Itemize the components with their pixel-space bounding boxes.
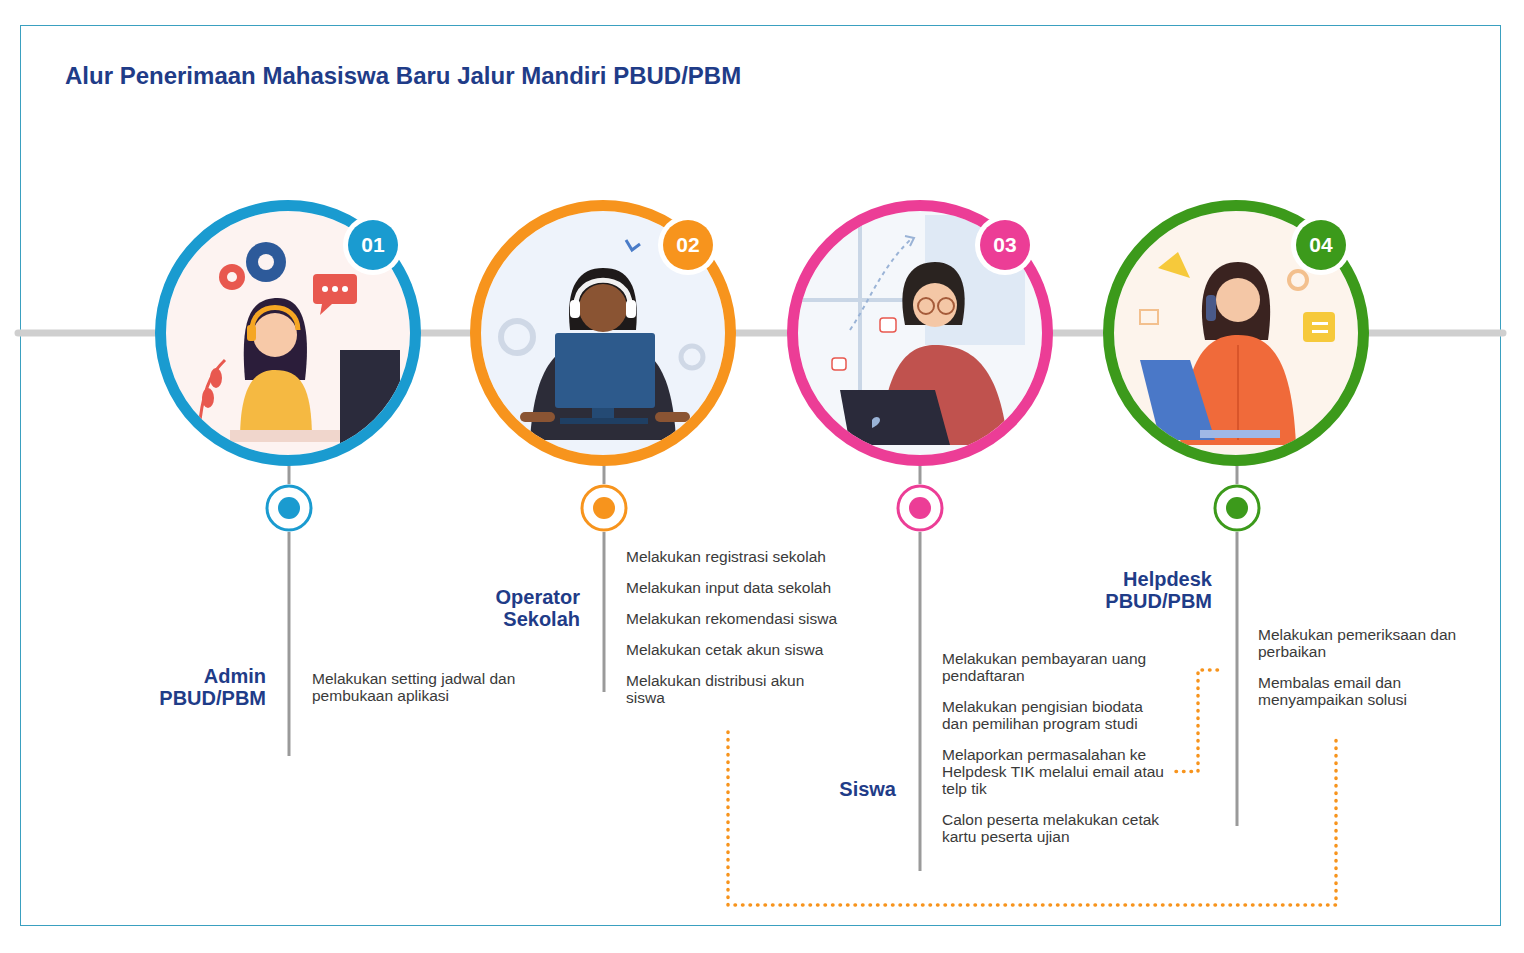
dotted-connector [1176,670,1222,772]
step-circle: 03 [787,200,1053,466]
role-heading: Admin PBUD/PBM [126,665,290,709]
task-item: Melakukan pembayaran uang pendaftaran [942,650,1168,684]
role-heading: Operator Sekolah [440,586,604,630]
task-item: Calon peserta melakukan cetak kartu pese… [942,811,1168,845]
step-badge: 01 [348,220,398,270]
task-item: Melakukan cetak akun siswa [626,641,844,658]
task-item: Melakukan pemeriksaan dan perbaikan [1258,626,1468,660]
timeline-line [421,330,470,337]
role-panel: Helpdesk PBUD/PBMMelakukan pemeriksaan d… [1236,626,1468,722]
task-item: Melakukan pengisian biodata dan pemiliha… [942,698,1168,732]
timeline-dot [267,486,1259,530]
admin-illustration [166,211,410,455]
task-item: Melakukan registrasi sekolah [626,548,844,565]
role-panel: SiswaMelakukan pembayaran uang pendaftar… [920,650,1168,859]
role-heading: Helpdesk PBUD/PBM [1072,568,1236,612]
student-illustration [798,211,1042,455]
frame [21,26,1501,926]
step-number: 02 [676,233,699,257]
step-badge: 02 [663,220,713,270]
circle-ground [160,205,1364,461]
step-circle: 02 [470,200,736,466]
diagram-title: Alur Penerimaan Mahasiswa Baru Jalur Man… [65,62,741,90]
task-item: Membalas email dan menyampaikan solusi [1258,674,1468,708]
role-panel: Admin PBUD/PBMMelakukan setting jadwal d… [290,670,525,718]
task-item: Melaporkan permasalahan ke Helpdesk TIK … [942,746,1168,797]
role-heading: Siswa [756,778,920,800]
helpdesk-illustration [1114,211,1358,455]
timeline-line [1053,330,1103,337]
step-circle: 01 [155,200,421,466]
step-number: 03 [993,233,1016,257]
step-number: 01 [361,233,384,257]
dotted-connector [728,732,1336,905]
step-badge: 03 [980,220,1030,270]
task-item: Melakukan setting jadwal dan pembukaan a… [312,670,525,704]
step-badge: 04 [1296,220,1346,270]
role-panel: Operator SekolahMelakukan registrasi sek… [604,548,844,720]
task-item: Melakukan input data sekolah [626,579,844,596]
step-circle: 04 [1103,200,1369,466]
operator-illustration [481,211,725,455]
step-number: 04 [1309,233,1332,257]
timeline-line [736,330,787,337]
task-item: Melakukan distribusi akun siswa [626,672,844,706]
timeline-stub [1365,330,1503,337]
task-item: Melakukan rekomendasi siswa [626,610,844,627]
timeline-stub [18,330,160,337]
stem-lines [289,463,1237,871]
